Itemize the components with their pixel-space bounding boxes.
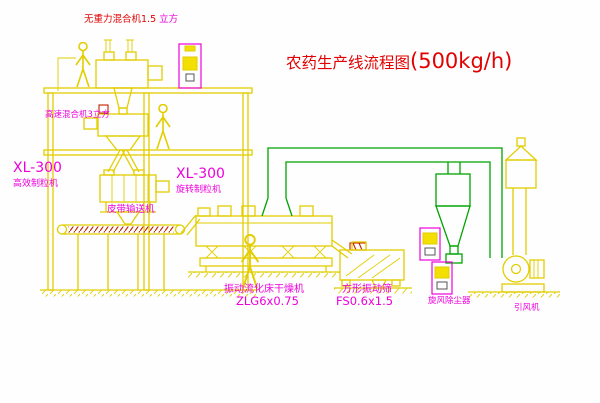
dryer-discharge-chute [331,239,353,259]
exhaust-duct [261,147,503,258]
cyclone-cone [435,205,471,247]
label-dryer-model: ZLG6x0.75 [236,294,299,308]
belt-surface [68,226,174,233]
granulator-motor [155,180,170,193]
label-sieve-model: FS0.6x1.5 [336,294,393,308]
fan-housing [502,255,530,283]
fan-motor [529,259,545,279]
label-granulator-left-model: XL-300 [13,160,62,176]
mixer-motor [83,117,98,130]
diagram-labels: 农药生产线流程图(500kg/h) 无重力混合机1.5 立方 高速混合机3立方 … [13,13,540,313]
cyclone-body [435,173,471,207]
rotary-granulator [99,169,170,225]
label-sieve-name: 方形振动筛 [342,282,392,295]
worker-figure-ground [240,234,260,290]
control-panel-right-1 [419,227,441,261]
worker-figure-top [75,42,91,88]
gravity-free-mixer [95,39,163,115]
diagram-title: 农药生产线流程图(500kg/h) [286,49,512,73]
screen-deck [345,254,401,279]
mixer-motor [147,65,163,81]
vibration-springs [205,245,327,259]
exhaust-stack [504,137,538,255]
vibrating-sieve [339,241,405,289]
worker-figure-middle [155,104,171,150]
label-granulator-mid-name: 旋转制粒机 [176,183,221,195]
transfer-chute [180,214,201,236]
high-speed-mixer [83,104,149,173]
induced-draft-fan [501,255,545,293]
belt-conveyor [56,214,201,290]
label-fan: 引风机 [514,302,540,313]
discharge-valve [445,253,463,264]
label-granulator-mid-model: XL-300 [176,166,225,182]
label-cyclone: 旋风除尘器 [428,295,471,306]
label-dryer-name: 振动流化床干燥机 [224,282,304,295]
label-high-speed-mixer: 高速混合机3立方 [45,109,110,120]
stack-cap [504,145,538,161]
label-belt-conveyor: 皮带输送机 [107,203,155,215]
label-gravity-mixer: 无重力混合机1.5 立方 [84,13,178,25]
cyclone-separator [435,173,471,264]
y-discharge-chutes [107,149,140,173]
label-granulator-left-name: 高效制粒机 [13,177,58,189]
control-panel-right-2 [431,261,453,295]
handrail [57,57,76,91]
control-panel-top [178,43,202,89]
